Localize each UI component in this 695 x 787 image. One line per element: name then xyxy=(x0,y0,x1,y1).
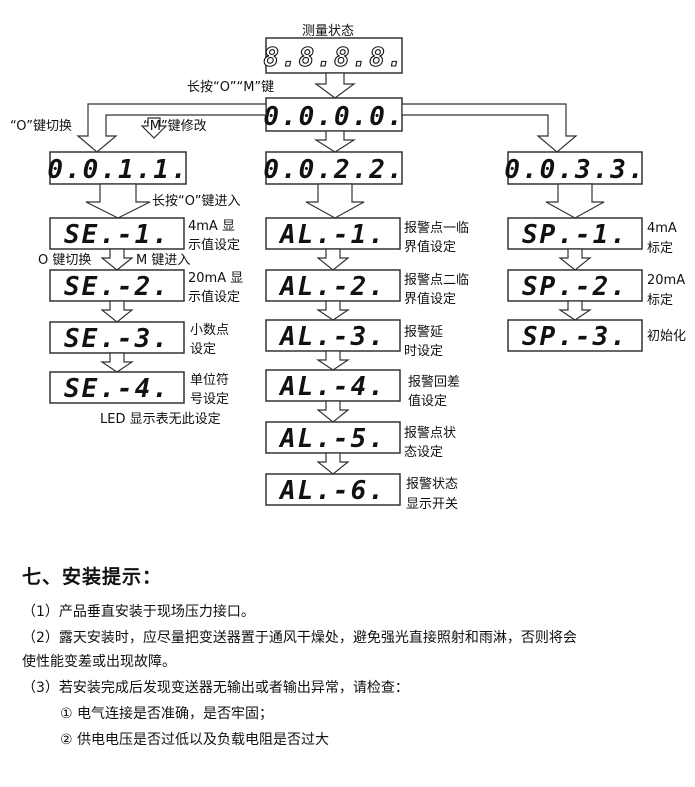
svg-text:AL.-2.: AL.-2. xyxy=(278,272,386,302)
svg-text:值设定: 值设定 xyxy=(408,393,447,409)
col3-header-display: 0.0.3.3. xyxy=(504,151,645,185)
svg-text:0.0.2.2.: 0.0.2.2. xyxy=(263,155,404,185)
svg-text:报警回差: 报警回差 xyxy=(408,374,460,390)
section-title: 七、安装提示： xyxy=(22,566,163,588)
m-modify-label: “M”键修改 xyxy=(143,119,207,134)
long-press-om-label: 长按“O”“M”键 xyxy=(187,80,274,95)
col2-item: AL.-4. 报警回差 值设定 xyxy=(265,369,460,409)
svg-text:显示开关: 显示开关 xyxy=(406,497,458,512)
svg-text:界值设定: 界值设定 xyxy=(404,291,456,307)
svg-text:时设定: 时设定 xyxy=(404,344,443,359)
svg-text:SE.-1.: SE.-1. xyxy=(64,220,170,250)
col3-item: SP.-2. 20mA 标定 xyxy=(507,269,685,308)
svg-text:设定: 设定 xyxy=(190,342,216,357)
arrow-col3-enter xyxy=(545,183,605,219)
svg-text:AL.-1.: AL.-1. xyxy=(278,220,386,250)
top-label: 测量状态 xyxy=(302,24,354,39)
col2-item: AL.-3. 报警延 时设定 xyxy=(265,319,443,359)
col2-item: AL.-2. 报警点二临 界值设定 xyxy=(265,269,469,307)
svg-text:0.0.3.3.: 0.0.3.3. xyxy=(504,155,645,185)
install-tip-2a: （2）露天安装时，应尽量把变送器置于通风干燥处，避免强光直接照射和雨淋，否则将会 xyxy=(22,630,577,646)
svg-text:4mA: 4mA xyxy=(647,221,677,236)
svg-text:AL.-5.: AL.-5. xyxy=(278,424,386,454)
svg-text:SP.-2.: SP.-2. xyxy=(522,272,628,302)
col2-item: AL.-5. 报警点状 态设定 xyxy=(265,421,456,460)
svg-text:报警延: 报警延 xyxy=(404,324,443,340)
svg-text:SP.-1.: SP.-1. xyxy=(522,220,628,250)
col1-item: SE.-3. 小数点 设定 xyxy=(49,321,229,357)
svg-text:AL.-6.: AL.-6. xyxy=(278,476,386,506)
o-switch-label: “O”键切换 xyxy=(10,119,72,134)
svg-text:小数点: 小数点 xyxy=(190,323,229,338)
svg-text:号设定: 号设定 xyxy=(190,392,229,407)
arrow-top-main xyxy=(314,72,356,99)
svg-text:初始化: 初始化 xyxy=(647,329,686,344)
col1-items: SE.-1. 4mA 显 示值设定 O 键切换 M 键进入 SE.-2. 20m… xyxy=(38,217,243,427)
svg-text:20mA: 20mA xyxy=(647,273,685,288)
svg-text:报警点一临: 报警点一临 xyxy=(404,220,469,236)
svg-text:8.8.8.8.: 8.8.8.8. xyxy=(263,43,404,73)
svg-text:SP.-3.: SP.-3. xyxy=(522,322,628,352)
check-item-1: ① 电气连接是否准确，是否牢固； xyxy=(60,706,274,722)
col1-item: SE.-1. 4mA 显 示值设定 xyxy=(49,217,240,253)
svg-text:SE.-3.: SE.-3. xyxy=(64,324,170,354)
col3-item: SP.-1. 4mA 标定 xyxy=(507,217,677,256)
svg-text:标定: 标定 xyxy=(647,241,673,256)
col2-header-display: 0.0.2.2. xyxy=(263,151,404,185)
col2-items: AL.-1. 报警点一临 界值设定 AL.-2. 报警点二临 界值设定 AL.-… xyxy=(265,217,469,512)
col1-item: SE.-2. 20mA 显 示值设定 xyxy=(49,269,243,305)
svg-text:报警点状: 报警点状 xyxy=(404,425,456,441)
arrow-col2-enter xyxy=(305,183,365,219)
m-enter-label: M 键进入 xyxy=(136,253,190,268)
o-switch-2-label: O 键切换 xyxy=(38,253,91,268)
svg-text:SE.-4.: SE.-4. xyxy=(64,374,170,404)
svg-text:0.0.1.1.: 0.0.1.1. xyxy=(47,155,188,185)
branch-arrows xyxy=(76,103,578,153)
install-tip-3: （3）若安装完成后发现变送器无输出或者输出异常，请检查： xyxy=(22,680,409,696)
svg-text:AL.-4.: AL.-4. xyxy=(278,372,386,402)
col1-item: SE.-4. 单位符 号设定 xyxy=(49,371,229,407)
svg-text:示值设定: 示值设定 xyxy=(188,237,240,253)
col3-items: SP.-1. 4mA 标定 SP.-2. 20mA 标定 SP.-3. 初始化 xyxy=(507,217,686,352)
top-display: 8.8.8.8. xyxy=(263,37,404,74)
svg-text:报警点二临: 报警点二临 xyxy=(404,272,469,288)
install-tip-1: （1）产品垂直安装于现场压力接口。 xyxy=(22,604,255,620)
arrow-col1-enter xyxy=(85,183,151,219)
svg-text:单位符: 单位符 xyxy=(190,372,229,388)
svg-text:0.0.0.0.: 0.0.0.0. xyxy=(263,102,404,132)
svg-text:4mA 显: 4mA 显 xyxy=(188,219,235,234)
svg-text:报警状态: 报警状态 xyxy=(406,476,458,492)
svg-text:SE.-2.: SE.-2. xyxy=(64,272,170,302)
svg-text:AL.-3.: AL.-3. xyxy=(278,322,386,352)
long-press-o-label: 长按“O”键进入 xyxy=(152,194,240,209)
svg-text:标定: 标定 xyxy=(647,293,673,308)
menu-flow-diagram: 测量状态 8.8.8.8. 长按“O”“M”键 0.0.0.0. “O”键切换 … xyxy=(10,24,686,512)
col1-header-display: 0.0.1.1. xyxy=(47,151,188,185)
main-display: 0.0.0.0. xyxy=(263,97,404,132)
svg-text:态设定: 态设定 xyxy=(404,445,443,460)
col2-item: AL.-6. 报警状态 显示开关 xyxy=(265,473,458,512)
led-note: LED 显示表无此设定 xyxy=(100,412,221,427)
svg-text:20mA 显: 20mA 显 xyxy=(188,271,243,286)
col3-item: SP.-3. 初始化 xyxy=(507,319,686,352)
svg-text:界值设定: 界值设定 xyxy=(404,239,456,255)
svg-text:示值设定: 示值设定 xyxy=(188,289,240,305)
check-item-2: ② 供电电压是否过低以及负载电阻是否过大 xyxy=(60,732,329,748)
col2-item: AL.-1. 报警点一临 界值设定 xyxy=(265,217,469,255)
install-tip-2b: 使性能变差或出现故障。 xyxy=(22,654,176,670)
